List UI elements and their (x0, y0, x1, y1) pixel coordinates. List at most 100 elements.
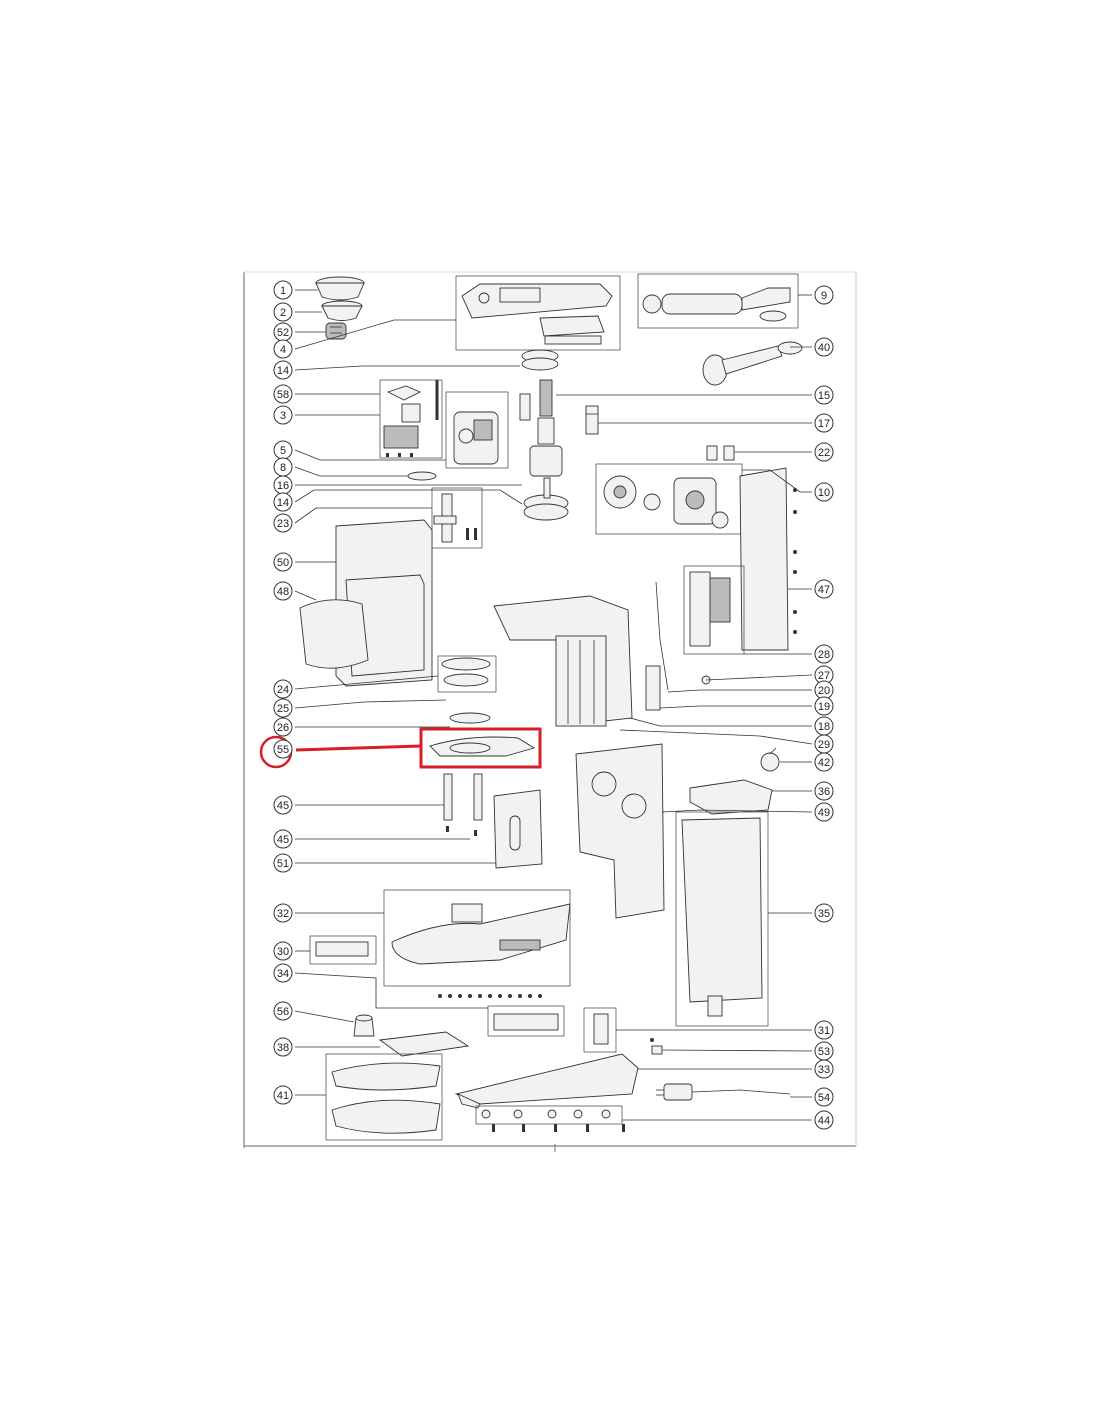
callout-58: 58 (273, 384, 293, 404)
svg-text:18: 18 (818, 721, 830, 733)
part-52-insert (325, 322, 347, 340)
callout-34: 34 (273, 963, 293, 983)
part-30-bracket (309, 935, 377, 965)
part-35-water-tank (675, 811, 769, 1027)
part-36-lid (689, 779, 773, 815)
callout-2: 2 (273, 302, 293, 322)
callout-53: 53 (814, 1041, 834, 1061)
part-10-brew-assembly (595, 463, 743, 535)
svg-text:10: 10 (818, 487, 830, 499)
callout-20: 20 (814, 680, 834, 700)
svg-text:29: 29 (818, 739, 830, 751)
svg-text:33: 33 (818, 1064, 830, 1076)
callout-25: 25 (273, 698, 293, 718)
svg-text:36: 36 (818, 786, 830, 798)
callout-30: 30 (273, 941, 293, 961)
part-34-tray (438, 994, 565, 1037)
callout-23: 23 (273, 513, 293, 533)
leader-lines (294, 289, 813, 1121)
svg-text:20: 20 (818, 685, 830, 697)
part-1-filter-basket (315, 276, 365, 301)
callout-22: 22 (814, 442, 834, 462)
callout-31: 31 (814, 1020, 834, 1040)
callout-15: 15 (814, 385, 834, 405)
callout-44: 44 (814, 1110, 834, 1130)
part-17-clip (585, 405, 599, 435)
part-15-pump (519, 349, 569, 521)
callout-10: 10 (814, 482, 834, 502)
svg-text:2: 2 (280, 307, 286, 319)
svg-text:4: 4 (280, 344, 286, 356)
callout-18: 18 (814, 716, 834, 736)
svg-text:19: 19 (818, 701, 830, 713)
callout-32: 32 (273, 903, 293, 923)
svg-text:24: 24 (277, 684, 289, 696)
svg-text:52: 52 (277, 327, 289, 339)
part-23-valve (431, 487, 483, 549)
svg-text:27: 27 (818, 670, 830, 682)
part-38-grid (378, 1031, 470, 1057)
part-9-steam-wand (637, 273, 799, 329)
svg-text:48: 48 (277, 586, 289, 598)
svg-text:50: 50 (277, 557, 289, 569)
svg-text:22: 22 (818, 447, 830, 459)
callout-24: 24 (273, 679, 293, 699)
svg-text:14: 14 (277, 497, 289, 509)
callout-52: 52 (273, 322, 293, 342)
svg-text:17: 17 (818, 418, 830, 430)
callout-3: 3 (273, 405, 293, 425)
callout-19: 19 (814, 696, 834, 716)
svg-text:30: 30 (277, 946, 289, 958)
callout-layer: 1 2 52 4 14 58 3 5 8 16 14 23 50 48 24 2… (273, 280, 834, 1130)
svg-text:15: 15 (818, 390, 830, 402)
svg-text:47: 47 (818, 584, 830, 596)
callout-56: 56 (273, 1001, 293, 1021)
callout-51: 51 (273, 853, 293, 873)
part-40-portafilter (702, 341, 803, 386)
part-31-valve (583, 1007, 617, 1053)
callout-40: 40 (814, 337, 834, 357)
callout-14-lower: 14 (273, 492, 293, 512)
svg-text:54: 54 (818, 1092, 830, 1104)
part-53-clip (650, 1038, 663, 1055)
svg-text:9: 9 (821, 290, 827, 302)
part-54-power-cord (656, 1083, 791, 1101)
callout-45: 45 (273, 795, 293, 815)
part-47-side-panel (739, 467, 797, 651)
svg-text:51: 51 (277, 858, 289, 870)
callout-55: 55 (273, 739, 293, 759)
callout-27: 27 (814, 665, 834, 685)
callout-35: 35 (814, 903, 834, 923)
svg-text:45: 45 (277, 800, 289, 812)
callout-26: 26 (273, 717, 293, 737)
callout-28: 28 (814, 644, 834, 664)
svg-text:31: 31 (818, 1025, 830, 1037)
callout-47: 47 (814, 579, 834, 599)
svg-text:3: 3 (280, 410, 286, 422)
svg-text:38: 38 (277, 1042, 289, 1054)
svg-text:32: 32 (277, 908, 289, 920)
callout-54: 54 (814, 1087, 834, 1107)
svg-text:49: 49 (818, 807, 830, 819)
part-32-base (383, 889, 571, 987)
svg-text:28: 28 (818, 649, 830, 661)
part-55-drip-guide (429, 736, 536, 757)
callout-5: 5 (273, 440, 293, 460)
part-42-knob (760, 747, 780, 772)
callout-17: 17 (814, 413, 834, 433)
part-5-boiler (445, 391, 509, 469)
svg-text:56: 56 (277, 1006, 289, 1018)
svg-text:23: 23 (277, 518, 289, 530)
part-24-26-seals (437, 655, 497, 724)
svg-text:34: 34 (277, 968, 289, 980)
svg-text:42: 42 (818, 757, 830, 769)
svg-text:14: 14 (277, 365, 289, 377)
callout-45-lower: 45 (273, 829, 293, 849)
callout-49: 49 (814, 802, 834, 822)
callout-48: 48 (273, 581, 293, 601)
callout-42: 42 (814, 752, 834, 772)
svg-text:25: 25 (277, 703, 289, 715)
svg-text:1: 1 (280, 285, 286, 297)
callout-1: 1 (273, 280, 293, 300)
